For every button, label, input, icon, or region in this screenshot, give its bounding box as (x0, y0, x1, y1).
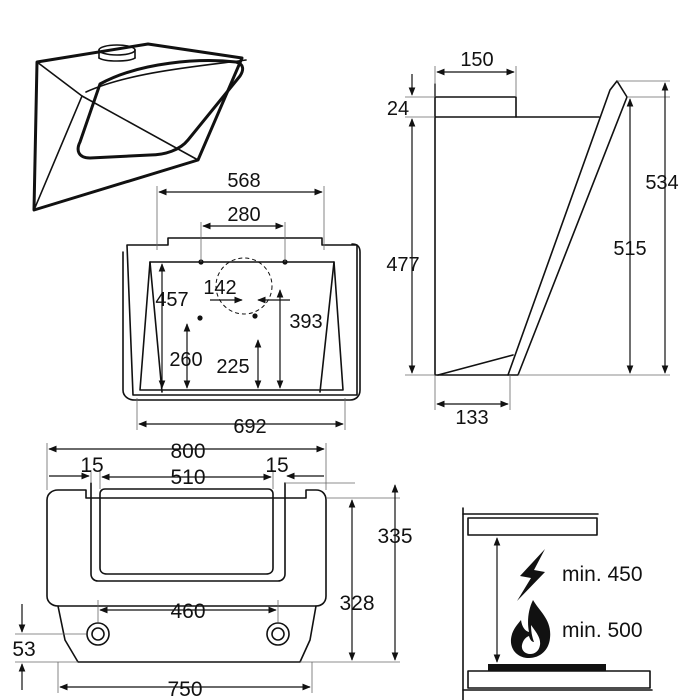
dim-510: 510 (170, 466, 205, 489)
lightning-bolt-icon (517, 549, 545, 601)
dim-800: 800 (170, 440, 205, 463)
dim-750: 750 (167, 678, 202, 700)
dim-142: 142 (203, 277, 236, 299)
fixing-hole (197, 315, 203, 321)
dim-53: 53 (12, 638, 35, 661)
dim-328: 328 (339, 592, 374, 615)
dim-568: 568 (227, 170, 260, 192)
fixing-hole (252, 313, 258, 319)
gas-clearance-label: min. 500 (562, 619, 643, 642)
hood-perspective-view (32, 42, 247, 212)
dim-15-right: 15 (265, 454, 288, 477)
electric-clearance-label: min. 450 (562, 563, 643, 586)
front-view: 568 280 142 457 393 260 225 692 (122, 170, 361, 438)
flame-icon (510, 600, 551, 658)
side-view: 150 24 477 534 515 133 (386, 49, 678, 429)
dim-477: 477 (386, 254, 419, 276)
dim-460: 460 (170, 600, 205, 623)
fixing-hole (86, 622, 110, 646)
fixing-hole (266, 622, 290, 646)
dim-260: 260 (169, 349, 202, 371)
dim-225: 225 (216, 356, 249, 378)
dim-24: 24 (387, 98, 409, 120)
dim-515: 515 (613, 238, 646, 260)
dim-15-left: 15 (80, 454, 103, 477)
clearance-view: min. 450 min. 500 (462, 507, 653, 700)
dim-534: 534 (645, 172, 678, 194)
dim-393: 393 (289, 311, 322, 333)
fixing-hole (91, 627, 105, 641)
dim-335: 335 (377, 525, 412, 548)
worktop (467, 670, 651, 689)
plan-view: 800 15 510 15 335 328 460 53 750 (12, 440, 412, 700)
dim-692: 692 (233, 416, 266, 438)
dim-280: 280 (227, 204, 260, 226)
hood-underside (467, 517, 598, 536)
dim-150: 150 (460, 49, 493, 71)
dim-457: 457 (155, 289, 188, 311)
fixing-hole (271, 627, 285, 641)
duct-circle (215, 257, 273, 315)
dim-133: 133 (455, 407, 488, 429)
hob (488, 664, 606, 671)
